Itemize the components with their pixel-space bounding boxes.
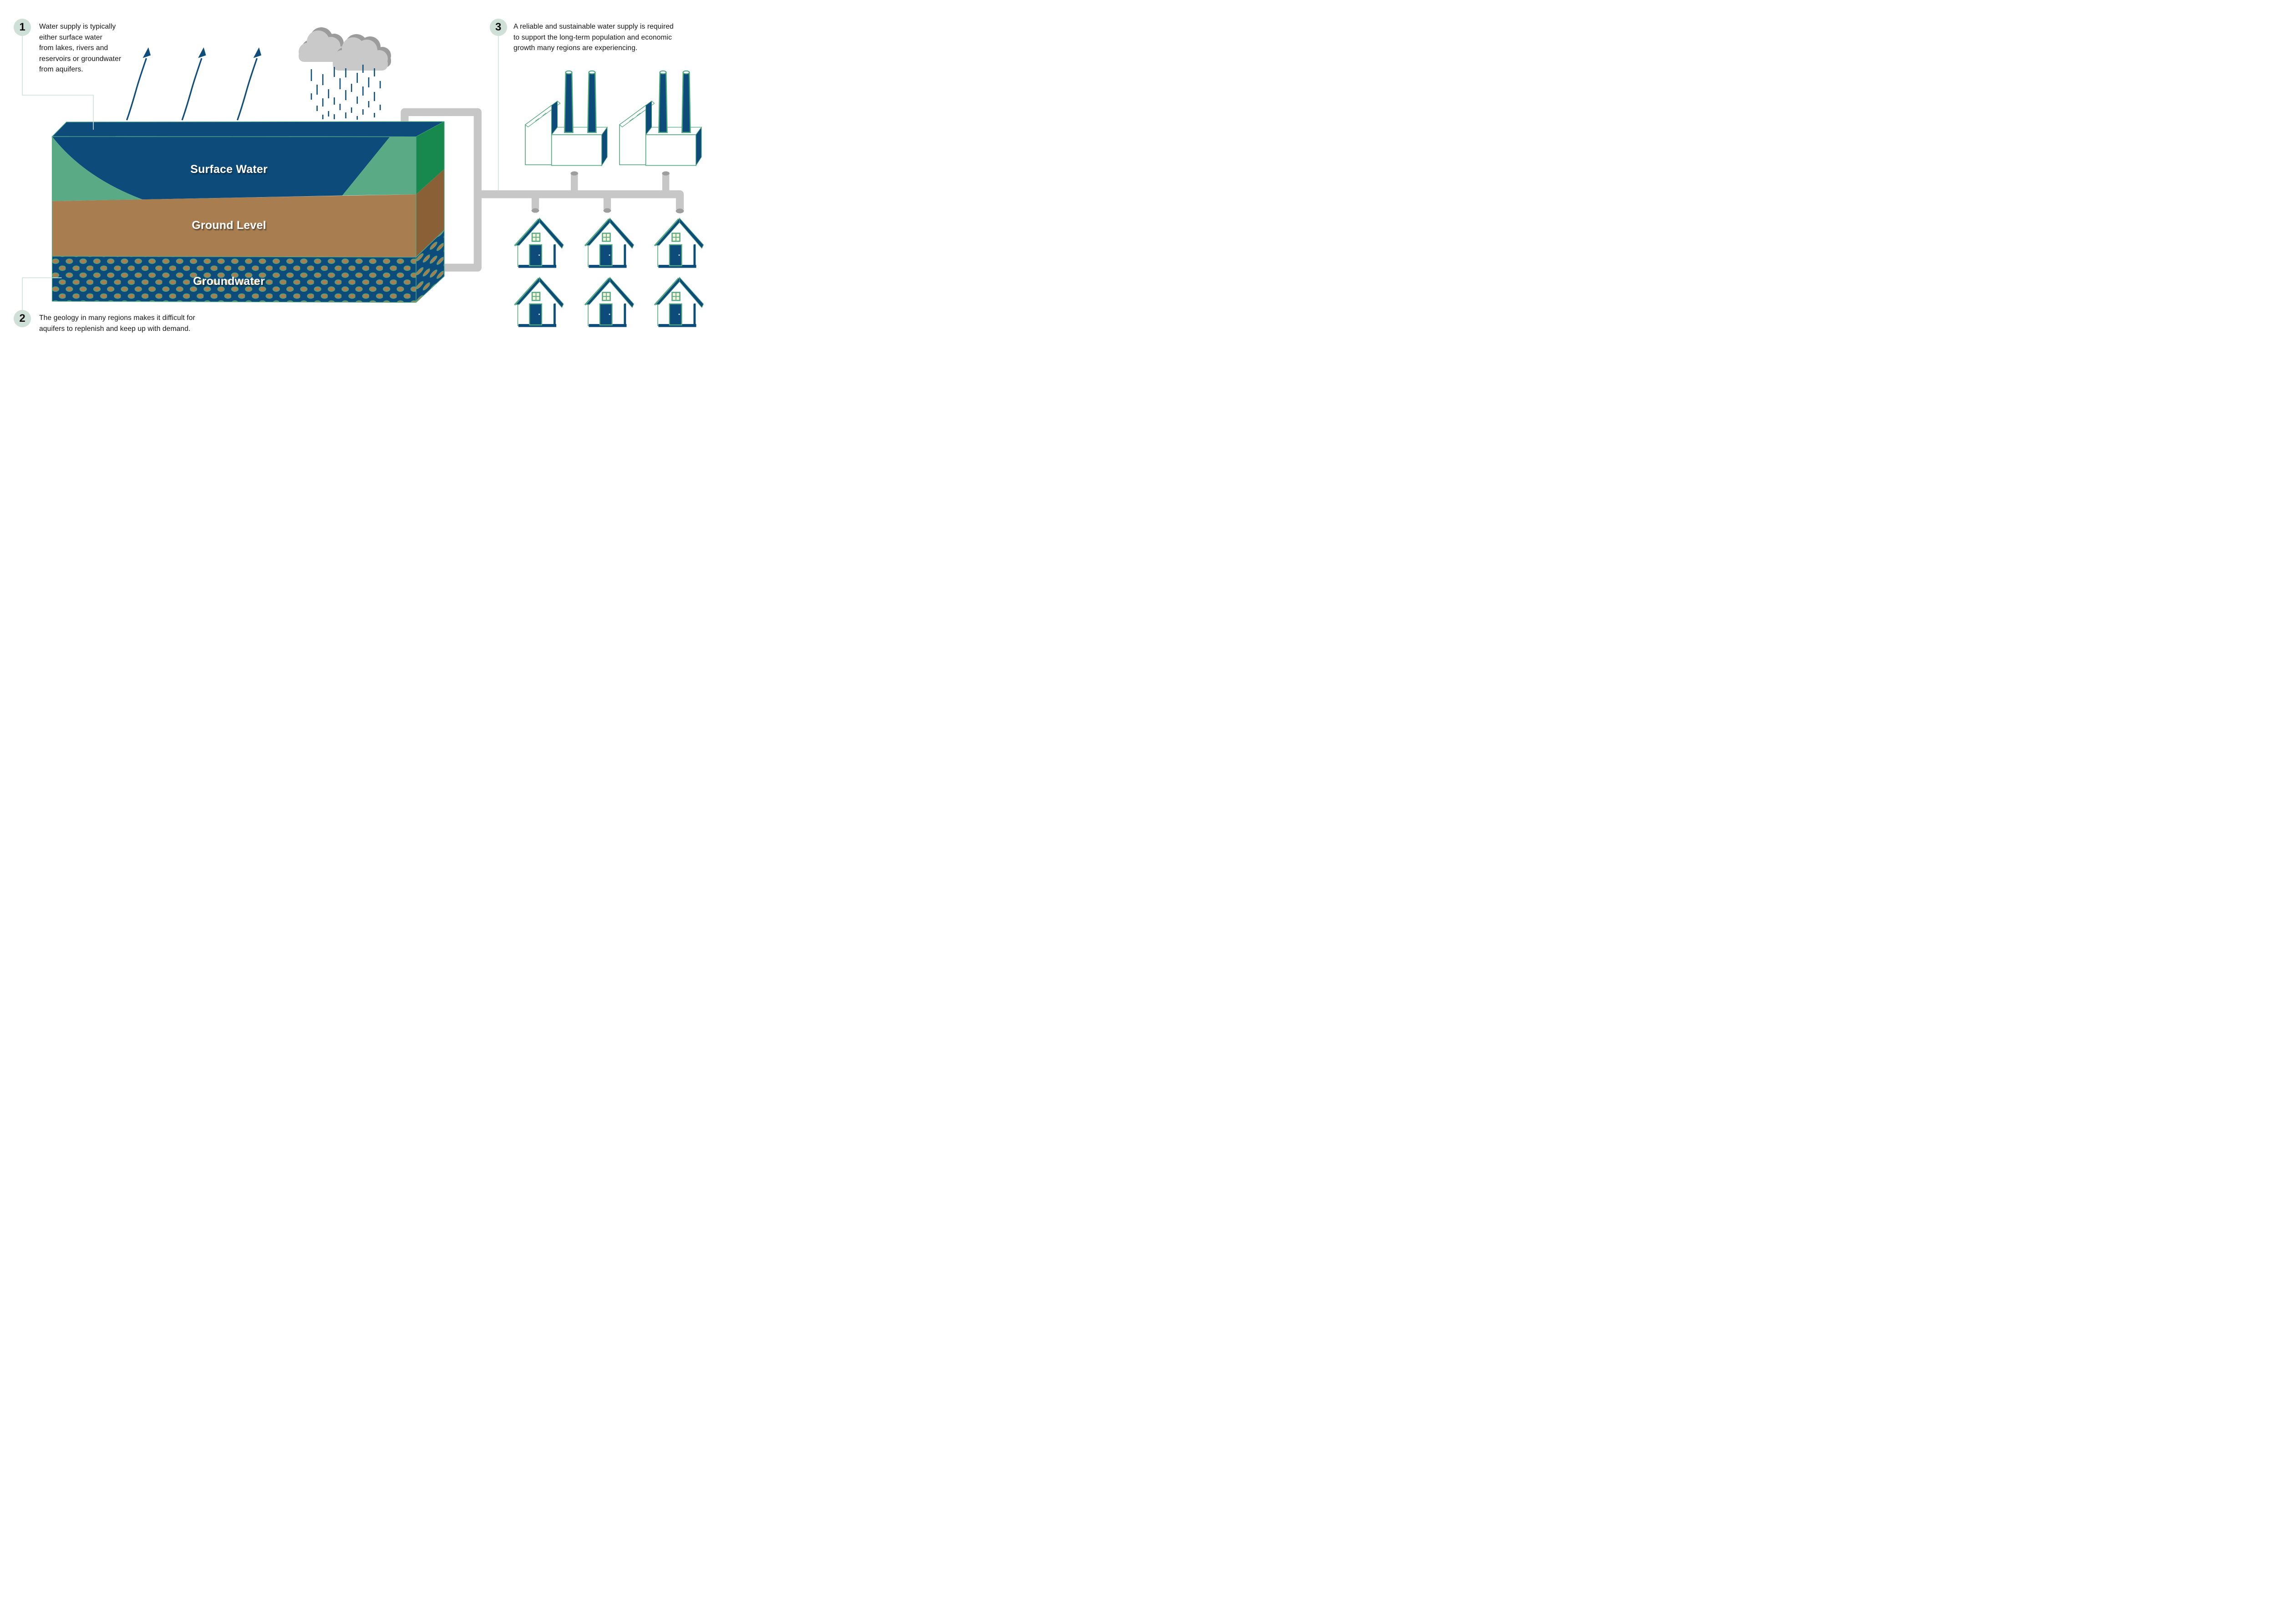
front-grass-left <box>52 137 142 201</box>
factory-icon <box>524 70 608 166</box>
rain-cloud-icon <box>299 27 391 71</box>
side-grass <box>416 122 444 194</box>
pipe-end-caps <box>531 171 684 213</box>
annotation-number-2: 2 <box>14 310 31 327</box>
groundwater-label: Groundwater <box>193 275 265 288</box>
evaporation-arrow-icon <box>126 47 261 121</box>
house-icon <box>513 276 564 328</box>
house-icon <box>584 276 635 328</box>
factory-icon <box>619 70 702 166</box>
ground-level-layer <box>52 194 416 257</box>
annotation-number-1: 1 <box>14 19 31 36</box>
pipe-intake-to-distribution <box>401 108 482 272</box>
annotation-text-1: Water supply is typically either surface… <box>39 23 122 74</box>
ground-level-label: Ground Level <box>192 219 266 232</box>
side-soil <box>416 169 444 257</box>
surface-water-basin <box>52 137 390 200</box>
water-supply-diagram <box>22 27 705 328</box>
infographic-canvas: 1 Water supply is typically either surfa… <box>0 0 714 344</box>
rain-icon <box>310 65 381 120</box>
front-grass-right <box>342 137 416 196</box>
surface-water-label: Surface Water <box>190 163 268 176</box>
house-icon <box>654 276 705 328</box>
pipe-distribution-main <box>478 190 684 209</box>
pipe-network-icon <box>401 108 684 272</box>
annotation-text-2: The geology in many regions makes it dif… <box>39 314 195 333</box>
aquifer-block <box>51 121 445 303</box>
annotation-leader-lines <box>22 36 499 310</box>
block-top-face <box>51 121 445 137</box>
leader-line-1 <box>22 36 94 130</box>
leader-line-2 <box>22 277 62 310</box>
house-icon <box>513 217 564 269</box>
house-icon <box>654 217 705 269</box>
house-icon <box>584 217 635 269</box>
annotation-number-3: 3 <box>489 19 507 36</box>
annotation-text-3: A reliable and sustainable water supply … <box>513 23 674 52</box>
